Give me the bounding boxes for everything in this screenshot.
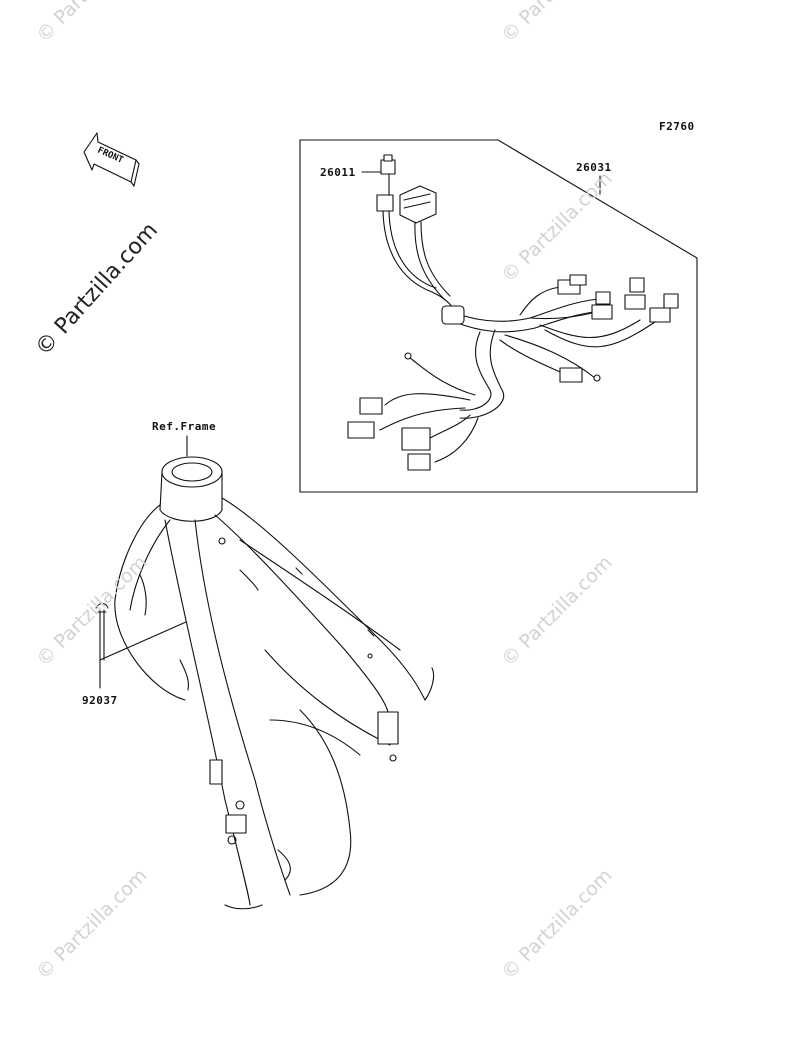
motorcycle-frame <box>114 456 435 910</box>
harness-inset-box <box>299 139 698 493</box>
part-92037-strap <box>95 602 109 661</box>
leader-92037 <box>99 621 187 689</box>
figure-code: F2760 <box>659 120 695 133</box>
ref-frame-label: Ref.Frame <box>152 420 217 433</box>
wiring-harness <box>347 154 679 471</box>
front-arrow-icon: FRONT <box>83 132 140 187</box>
part-26031-label: 26031 <box>576 161 612 174</box>
part-26011-label: 26011 <box>320 166 356 179</box>
part-92037-label: 92037 <box>82 694 118 707</box>
